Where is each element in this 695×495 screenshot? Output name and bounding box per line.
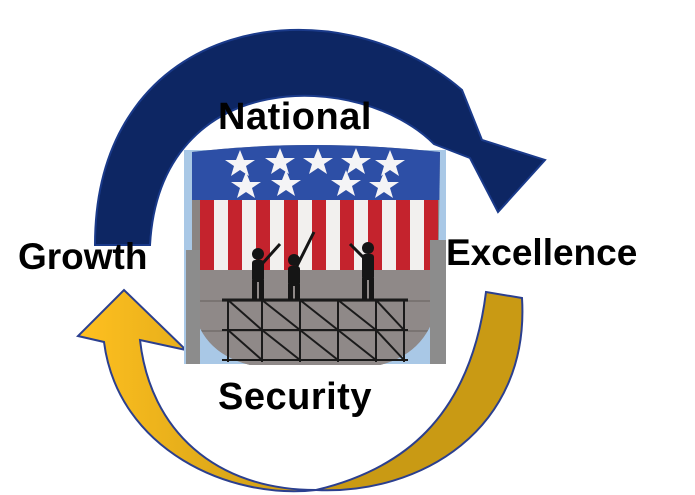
star-icon bbox=[225, 150, 255, 176]
star-icon bbox=[303, 148, 333, 174]
star-icon bbox=[331, 170, 361, 196]
shield-emblem bbox=[192, 145, 440, 365]
worker-figure bbox=[348, 242, 374, 300]
worker-figure bbox=[288, 231, 316, 300]
scaffolding bbox=[222, 298, 408, 362]
stone-wall bbox=[192, 270, 440, 365]
central-image bbox=[184, 145, 446, 365]
worker-silhouettes bbox=[252, 231, 374, 300]
star-icon bbox=[375, 150, 405, 176]
star-icon bbox=[369, 172, 399, 198]
star-icons bbox=[225, 148, 405, 198]
star-icon bbox=[341, 148, 371, 174]
label-security: Security bbox=[218, 376, 372, 418]
star-icon bbox=[265, 148, 295, 174]
bottom-cycle-arrow-right bbox=[315, 290, 524, 492]
star-icon bbox=[271, 170, 301, 196]
star-icon bbox=[231, 172, 261, 198]
worker-figure bbox=[252, 242, 282, 300]
label-excellence: Excellence bbox=[446, 232, 638, 273]
label-national: National bbox=[218, 96, 372, 138]
top-cycle-arrow bbox=[93, 28, 547, 246]
label-growth: Growth bbox=[18, 236, 148, 277]
bottom-cycle-arrow-left bbox=[76, 288, 317, 493]
